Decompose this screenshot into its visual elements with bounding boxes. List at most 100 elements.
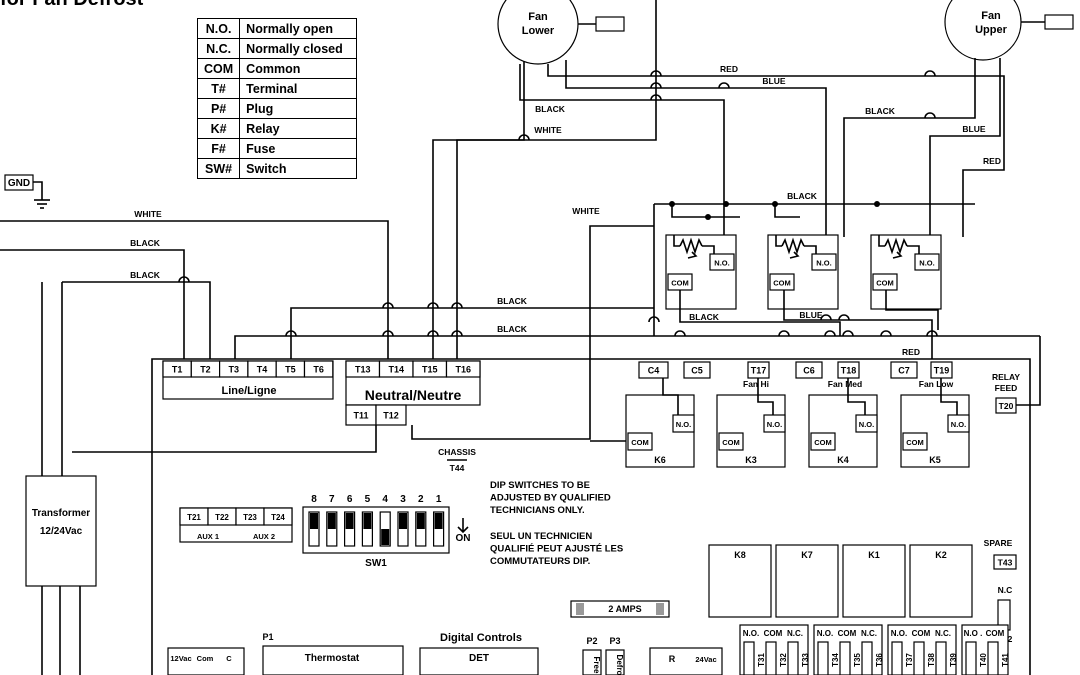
fan-label: Fan <box>528 11 548 23</box>
terminal-label: GND <box>8 178 30 189</box>
fan-relay <box>665 234 737 310</box>
relay-bus-inner <box>671 204 740 218</box>
contact-terminal <box>965 641 977 675</box>
switch-lever <box>310 513 318 529</box>
legend-abbr: F# <box>196 138 241 159</box>
legend-row: T#Terminal <box>196 78 358 99</box>
terminal-label: N.O. <box>919 259 934 268</box>
det-label: DET <box>469 653 489 664</box>
fuse-body <box>570 600 670 618</box>
coil-lead <box>702 245 715 254</box>
fan-relay <box>767 234 839 310</box>
wire-label-red: RED <box>983 156 1001 166</box>
terminal-label: T12 <box>383 411 399 421</box>
contact-terminal-label: T31 <box>757 653 766 667</box>
wire-crossover <box>178 276 190 283</box>
contact-terminal-label: T33 <box>801 653 810 667</box>
coil-arrow <box>892 251 903 259</box>
terminal-label: COM <box>876 279 894 288</box>
terminal-label: T23 <box>243 513 257 522</box>
contact-terminal <box>743 641 755 675</box>
contact-label: N.O. <box>891 629 907 638</box>
power-connector <box>167 647 245 675</box>
nc-label: N.C <box>998 585 1013 595</box>
transformer-label: 12/24Vac <box>40 526 83 537</box>
relay-no-terminal <box>763 414 786 433</box>
line-label: Line/Ligne <box>222 385 277 397</box>
contact-terminal-label: T41 <box>1001 653 1010 667</box>
fan-upper-blue <box>929 58 1001 237</box>
terminal-label: T17 <box>751 366 767 376</box>
wire-label-white: WHITE <box>134 209 162 219</box>
wire-crossover <box>650 70 662 77</box>
terminal-label: COM <box>631 438 649 447</box>
switch-number: 3 <box>400 494 406 505</box>
fan-red-wire <box>547 64 1005 237</box>
coil-lead <box>878 235 885 247</box>
terminal-label: T22 <box>215 513 229 522</box>
contact-terminal-label: T35 <box>853 653 862 667</box>
relay-com-terminal <box>810 432 836 451</box>
terminal-label: T13 <box>355 365 371 375</box>
terminal-label: N.O. <box>676 420 691 429</box>
black-wire-in <box>0 249 185 359</box>
wire-label-black: BLACK <box>497 324 528 334</box>
legend-abbr: P# <box>196 98 241 119</box>
contact-label: N.O. <box>743 629 759 638</box>
contact-terminal-label: T37 <box>905 653 914 667</box>
contact-terminal-label: T38 <box>927 653 936 667</box>
r-label: R <box>669 654 676 664</box>
neutral-label: Neutral/Neutre <box>365 387 462 403</box>
coil-lead <box>775 235 782 247</box>
terminal-label: C7 <box>898 366 910 376</box>
relay-name: K6 <box>654 455 666 465</box>
relay-black-lower <box>679 290 841 336</box>
switch-number: 2 <box>418 494 424 505</box>
terminal-label: T20 <box>999 401 1014 411</box>
terminal-label: N.O. <box>816 259 831 268</box>
contact-terminal <box>817 641 829 675</box>
terminal-label: T16 <box>455 365 471 375</box>
aux-label: AUX 2 <box>253 532 275 541</box>
fan-lower-plug <box>595 16 625 32</box>
power-label: 12Vac <box>170 654 191 663</box>
terminal-label: T14 <box>388 365 404 375</box>
wire-label-white: WHITE <box>534 125 562 135</box>
k6-wire <box>662 378 679 415</box>
thermostat-label: Thermostat <box>305 653 360 664</box>
coil-lead <box>673 235 680 247</box>
terminal-label: N.O. <box>859 420 874 429</box>
dip-switch-block <box>302 506 450 554</box>
relay-name: K3 <box>745 455 757 465</box>
fan-relay <box>870 234 942 310</box>
wire-label-blue: BLUE <box>962 124 985 134</box>
switch-arrow <box>457 526 469 534</box>
terminal-C6 <box>795 361 823 379</box>
fan-lower-black <box>519 64 725 237</box>
coil-resistor <box>781 237 805 255</box>
terminal-C4 <box>638 361 669 379</box>
wire-label-blue: BLUE <box>799 310 822 320</box>
chassis-terminal: T44 <box>450 463 465 473</box>
terminal-label: T4 <box>257 365 268 375</box>
terminal-label: T18 <box>841 366 857 376</box>
notice-text: QUALIFIÉ PEUT AJUSTÉ LES <box>490 544 623 555</box>
aux-label: AUX 1 <box>197 532 219 541</box>
fan-upper-black <box>843 58 976 237</box>
terminal-label: T43 <box>998 558 1013 568</box>
terminal-label: C5 <box>691 366 703 376</box>
page-title: for Fan Defrost <box>0 0 143 11</box>
wire-crossover <box>824 330 836 337</box>
white-wire-relay <box>411 225 654 440</box>
terminal-label: COM <box>814 438 832 447</box>
relay-com-terminal <box>872 273 898 291</box>
plug-label: P3 <box>609 636 620 646</box>
contact-terminal <box>987 641 999 675</box>
relay-K1 <box>842 544 906 618</box>
contact-terminal-label: T32 <box>779 653 788 667</box>
wire-label-white: WHITE <box>572 206 600 216</box>
wire-crossover <box>285 330 297 337</box>
terminal-label: T11 <box>353 411 368 421</box>
defrost-label: Defro <box>615 655 624 675</box>
